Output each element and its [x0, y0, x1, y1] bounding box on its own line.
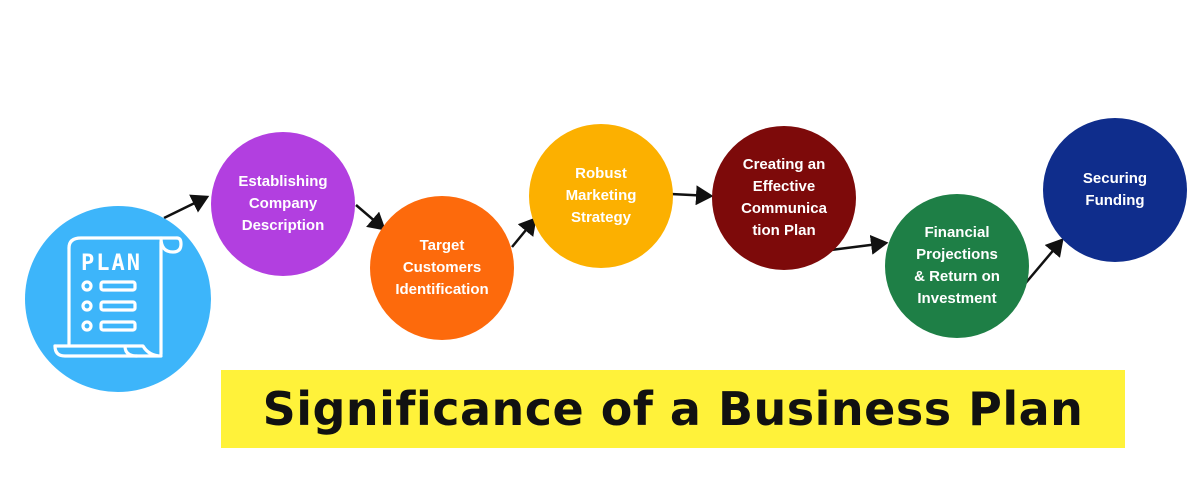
step-label: Creating an Effective Communica tion Pla…	[741, 156, 827, 239]
arrow-plan-to-step-1	[163, 194, 210, 220]
step-securing-funding: Securing Funding	[1043, 118, 1187, 262]
step-label: Target Customers Identification	[395, 237, 489, 298]
arrow-step-2-to-step-3	[511, 217, 537, 248]
step-target-customers-identification: Target Customers Identification	[370, 196, 514, 340]
page-title: Significance of a Business Plan	[262, 382, 1084, 436]
step-label: Robust Marketing Strategy	[565, 165, 637, 226]
arrow-step-3-to-step-4	[670, 185, 714, 206]
step-creating-effective-communication-plan: Creating an Effective Communica tion Pla…	[712, 126, 856, 270]
step-label: Securing Funding	[1082, 170, 1148, 209]
step-label: Establishing Company Description	[238, 173, 328, 234]
step-financial-projections-return-on-investment: Financial Projections & Return on Invest…	[885, 194, 1029, 338]
step-robust-marketing-strategy: Robust Marketing Strategy	[529, 124, 673, 268]
arrow-step-1-to-step-2	[355, 204, 386, 231]
plan-document-icon: PLAN	[53, 236, 183, 358]
step-establishing-company-description: Establishing Company Description	[211, 132, 355, 276]
arrow-step-5-to-step-6	[1023, 238, 1064, 286]
plan-icon-text: PLAN	[81, 251, 142, 276]
plan-circle: PLAN	[25, 206, 211, 392]
title-band: Significance of a Business Plan	[221, 370, 1125, 448]
step-label: Financial Projections & Return on Invest…	[914, 224, 1000, 307]
